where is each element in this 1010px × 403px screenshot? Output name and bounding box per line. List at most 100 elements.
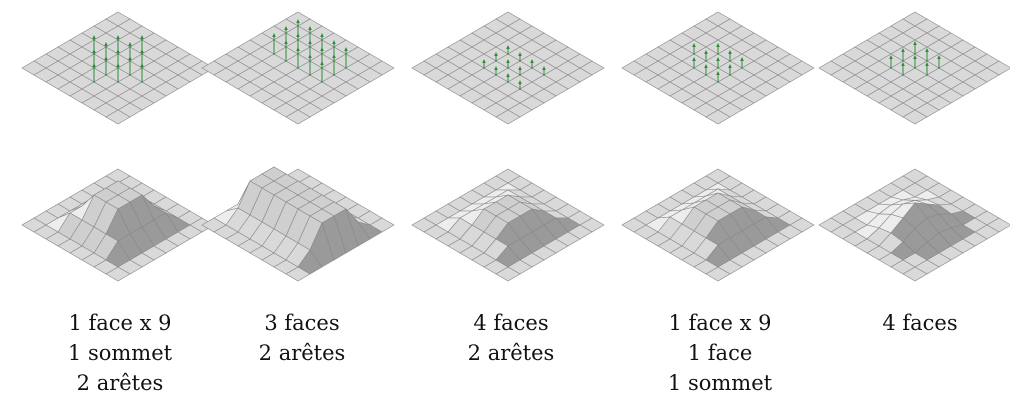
normal-arrowhead — [482, 59, 486, 63]
normal-arrowhead — [332, 40, 336, 44]
normals-panel-5 — [889, 41, 941, 76]
normal-arrowhead — [140, 63, 144, 67]
normal-arrowhead — [506, 59, 510, 63]
normal-arrowhead — [344, 47, 348, 51]
mesh-face — [285, 109, 311, 125]
mesh-panel-1-top — [21, 11, 215, 125]
normal-base — [890, 67, 892, 69]
normal-arrowhead — [716, 71, 720, 75]
normal-base — [309, 74, 311, 76]
normal-arrowhead — [296, 47, 300, 51]
caption-line: 4 faces — [882, 311, 958, 335]
normal-base — [729, 60, 731, 62]
normal-arrowhead — [272, 33, 276, 37]
normal-base — [926, 60, 928, 62]
normal-arrowhead — [506, 73, 510, 77]
normal-base — [693, 67, 695, 69]
mesh-panel-2-bottom — [201, 166, 395, 282]
normal-base — [297, 67, 299, 69]
normal-arrowhead — [320, 33, 324, 37]
normal-arrowhead — [530, 59, 534, 63]
caption-line: 2 arêtes — [258, 341, 346, 365]
mesh-face — [105, 109, 131, 125]
normal-arrowhead — [716, 43, 720, 47]
normal-arrowhead — [889, 55, 893, 59]
normal-base — [705, 74, 707, 76]
mesh-panel-1-bottom — [21, 168, 215, 282]
normal-arrowhead — [518, 66, 522, 70]
normal-base — [141, 81, 143, 83]
mesh-face — [705, 109, 731, 125]
mesh-face — [105, 266, 131, 282]
normal-base — [717, 53, 719, 55]
normal-arrowhead — [925, 48, 929, 52]
normal-arrowhead — [901, 48, 905, 52]
normal-arrowhead — [308, 26, 312, 30]
mesh-panel-5-top — [818, 11, 1010, 125]
caption-panel-4: 1 face x 9 1 face 1 sommet — [630, 308, 810, 398]
normal-arrowhead — [284, 40, 288, 44]
normal-arrowhead — [913, 41, 917, 45]
mesh-face — [902, 109, 928, 125]
normal-base — [902, 74, 904, 76]
mesh-face — [285, 266, 311, 282]
normal-base — [285, 60, 287, 62]
caption-line: 1 sommet — [667, 371, 773, 395]
normal-arrowhead — [704, 50, 708, 54]
normal-arrowhead — [128, 56, 132, 60]
normal-base — [507, 53, 509, 55]
mesh-face — [902, 266, 928, 282]
normal-base — [321, 81, 323, 83]
normal-arrowhead — [494, 66, 498, 70]
normal-base — [333, 74, 335, 76]
mesh-face — [705, 266, 731, 282]
normal-arrowhead — [284, 26, 288, 30]
normal-arrowhead — [104, 56, 108, 60]
normal-arrowhead — [128, 42, 132, 46]
normal-arrowhead — [296, 19, 300, 23]
normal-arrowhead — [901, 62, 905, 66]
normal-base — [495, 74, 497, 76]
normal-base — [483, 67, 485, 69]
normal-arrowhead — [925, 62, 929, 66]
normal-arrowhead — [494, 52, 498, 56]
normal-base — [705, 60, 707, 62]
caption-line: 1 face — [687, 341, 753, 365]
normal-base — [105, 74, 107, 76]
normal-arrowhead — [716, 57, 720, 61]
normal-base — [693, 53, 695, 55]
normal-arrowhead — [728, 64, 732, 68]
normal-base — [902, 60, 904, 62]
normal-base — [519, 88, 521, 90]
mesh-panel-5-bottom — [818, 168, 1010, 282]
normal-arrowhead — [92, 35, 96, 39]
normal-base — [938, 67, 940, 69]
mesh-panel-3-bottom — [411, 168, 605, 282]
caption-line: 4 faces — [473, 311, 549, 335]
normal-arrowhead — [308, 54, 312, 58]
normal-arrowhead — [704, 64, 708, 68]
normal-base — [117, 81, 119, 83]
normal-arrowhead — [296, 33, 300, 37]
normal-arrowhead — [937, 55, 941, 59]
normal-arrowhead — [692, 57, 696, 61]
normal-arrowhead — [542, 66, 546, 70]
caption-line: 1 face x 9 — [68, 311, 172, 335]
normal-base — [717, 67, 719, 69]
normal-base — [93, 81, 95, 83]
normal-arrowhead — [116, 63, 120, 67]
normal-base — [519, 60, 521, 62]
caption-panel-5: 4 faces — [830, 308, 1010, 338]
normal-base — [93, 53, 95, 55]
normal-base — [914, 53, 916, 55]
caption-line: 1 face x 9 — [668, 311, 772, 335]
normal-arrowhead — [320, 47, 324, 51]
normal-arrowhead — [104, 42, 108, 46]
normal-base — [741, 67, 743, 69]
normal-base — [926, 74, 928, 76]
normal-arrowhead — [913, 55, 917, 59]
normals-panel-2 — [272, 19, 348, 83]
normal-arrowhead — [518, 52, 522, 56]
caption-panel-3: 4 faces 2 arêtes — [421, 308, 601, 368]
